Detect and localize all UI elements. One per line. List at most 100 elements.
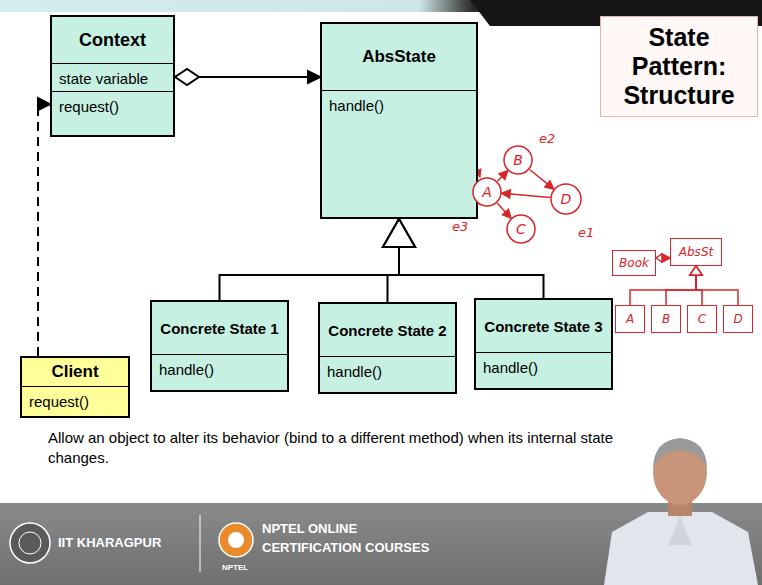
event-label: e1 — [578, 225, 594, 240]
connector-line — [497, 203, 511, 218]
circle-outline — [504, 146, 532, 174]
member-compartment: handle() — [320, 356, 455, 392]
member-text: request() — [29, 393, 89, 410]
event-label: e3 — [452, 219, 468, 234]
state-name: D — [561, 191, 572, 207]
class-name-compartment: AbsState — [322, 24, 476, 90]
arrowhead — [499, 171, 508, 180]
connector — [220, 219, 416, 300]
state-circle: A — [472, 177, 502, 207]
member-text: handle() — [483, 359, 538, 376]
class-name: Context — [79, 30, 146, 51]
connector — [530, 170, 554, 189]
state-circle: B — [503, 145, 533, 175]
class-box: Context state variable request() — [50, 15, 175, 137]
circle-outline — [473, 178, 501, 206]
arrowhead — [503, 209, 511, 218]
class-name-compartment: Concrete State 2 — [320, 304, 455, 356]
member-compartment: handle() — [322, 90, 476, 217]
inheritance-triangle — [383, 219, 415, 247]
class-name-compartment: Context — [52, 17, 173, 63]
sketch-box: Book — [612, 250, 656, 276]
inheritance-triangle — [690, 266, 702, 275]
class-name: Concrete State 3 — [484, 318, 602, 335]
connector-line — [497, 171, 507, 181]
connector-line — [220, 219, 400, 300]
sketch-text: B — [662, 312, 670, 326]
state-circle: D — [550, 183, 582, 215]
inheritance-triangle — [690, 266, 702, 275]
nptel-logo — [219, 523, 253, 557]
sketch-box: AbsSt — [670, 238, 722, 266]
footer-divider — [200, 515, 201, 572]
class-box: Concrete State 2 handle() — [318, 302, 457, 394]
circle-outline — [551, 184, 581, 214]
sketch-text: D — [733, 312, 742, 326]
member-text: request() — [59, 98, 119, 115]
connector-line — [696, 266, 738, 305]
connector — [690, 266, 738, 305]
arrowhead — [502, 190, 510, 198]
sketch-text: A — [626, 312, 634, 326]
client-box: Client request() — [20, 356, 130, 418]
member-compartment: request() — [52, 91, 173, 135]
sketch-box: B — [651, 305, 681, 333]
connector — [383, 219, 544, 298]
circle-outline — [507, 215, 535, 243]
nptel-logo — [228, 532, 244, 548]
sketch-box: A — [615, 305, 645, 333]
footer-band — [0, 503, 762, 585]
institute-logo — [19, 532, 41, 554]
arrowhead — [545, 181, 554, 189]
connector-line — [399, 219, 544, 298]
sketch-box: D — [723, 305, 753, 333]
class-name: AbsState — [362, 47, 436, 67]
inheritance-triangle — [383, 219, 415, 247]
abstract-class-box: AbsState handle() — [320, 22, 478, 219]
state-name: A — [482, 184, 492, 200]
connector — [175, 69, 320, 85]
member-compartment: handle() — [152, 354, 287, 390]
slide-title: State Pattern: Structure — [600, 16, 758, 117]
sketch-text: Book — [619, 256, 649, 270]
connector — [502, 190, 550, 198]
logo-text: NPTEL — [222, 563, 248, 572]
member-compartment: state variable — [52, 63, 173, 91]
arrowhead — [662, 254, 670, 262]
event-label: e2 — [539, 131, 555, 146]
member-text: handle() — [159, 361, 214, 378]
class-name: Concrete State 2 — [328, 322, 446, 339]
class-name-compartment: Concrete State 3 — [476, 300, 611, 352]
connector-line — [530, 170, 554, 189]
state-name: B — [513, 152, 523, 168]
connector — [497, 203, 511, 218]
member-text: handle() — [329, 97, 384, 114]
connector — [38, 98, 50, 356]
slide-caption: Allow an object to alter its behavior (b… — [48, 428, 648, 468]
class-name-compartment: Client — [22, 358, 128, 386]
class-name: Concrete State 1 — [160, 320, 278, 337]
course-name: NPTEL ONLINE — [262, 521, 357, 536]
course-name: CERTIFICATION COURSES — [262, 540, 429, 555]
class-name-compartment: Concrete State 1 — [152, 302, 287, 354]
aggregation-diamond — [175, 69, 199, 85]
member-text: handle() — [327, 363, 382, 380]
inheritance-triangle — [690, 266, 702, 275]
arrowhead — [308, 71, 320, 83]
sketch-box: C — [687, 305, 717, 333]
sketch-text: C — [698, 312, 706, 326]
state-circle: C — [506, 214, 536, 244]
member-compartment: request() — [22, 386, 128, 416]
connector — [656, 254, 670, 262]
arrowhead — [38, 98, 50, 110]
member-compartment: handle() — [476, 352, 611, 388]
class-box: Concrete State 3 handle() — [474, 298, 613, 390]
connector — [497, 171, 507, 181]
inheritance-triangle — [690, 266, 702, 275]
state-name: C — [516, 221, 526, 237]
presenter-figure — [604, 438, 758, 585]
class-box: Concrete State 1 handle() — [150, 300, 289, 392]
sketch-text: AbsSt — [679, 245, 713, 259]
institute-logo — [10, 523, 50, 563]
class-name: Client — [51, 362, 98, 382]
